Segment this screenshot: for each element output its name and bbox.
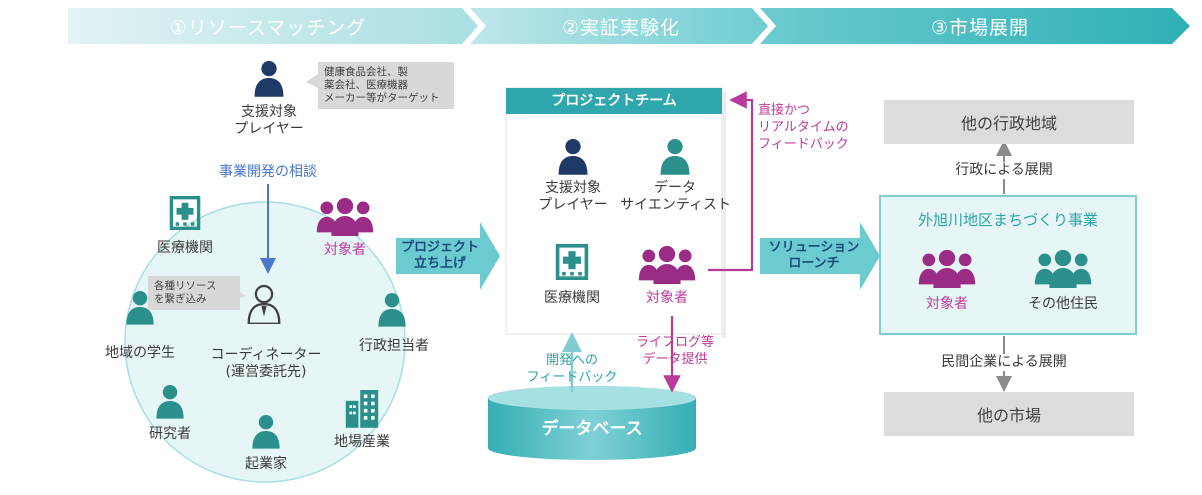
coordinator-label-line1: コーディネーター	[210, 347, 322, 363]
phase-3-label: ③市場展開	[930, 16, 1030, 39]
subjects-label: 対象者	[324, 242, 366, 258]
resource-note: 各種リソース を繋ぎ込み	[148, 276, 240, 310]
team-scientist-line2: サイエンティスト	[620, 197, 732, 213]
other-regions-box: 他の行政地域	[884, 100, 1134, 144]
phase-1-chevron	[68, 8, 478, 44]
consult-label: 事業開発の相談	[219, 164, 317, 180]
solution-arrow-shape	[760, 222, 880, 290]
gov-expansion-label: 行政による展開	[944, 162, 1064, 179]
realtime-feedback-arrow	[708, 91, 754, 272]
industry-label: 地場産業	[334, 434, 390, 450]
entrepreneur-label: 起業家	[245, 456, 287, 472]
player-label-line2: プレイヤー	[234, 121, 304, 137]
resource-note-line1: 各種リソース	[154, 280, 217, 292]
private-expansion-label: 民間企業による展開	[924, 354, 1084, 371]
stage3-residents-label: その他住民	[1028, 296, 1098, 312]
launch-arrow-line2: 立ち上げ	[413, 256, 466, 271]
dev-feedback-label: 開発への フィードバック	[522, 352, 622, 386]
player-person-icon	[254, 61, 284, 97]
database-top	[488, 386, 696, 410]
launch-arrow-shape	[396, 222, 500, 290]
lifelog-line2: データ提供	[642, 352, 708, 367]
dev-feedback-line1: 開発への	[545, 353, 598, 368]
team-box-shadow	[722, 92, 726, 338]
team-player-line1: 支援対象	[545, 180, 601, 196]
researcher-label: 研究者	[149, 426, 191, 442]
coordinator-label: コーディネーター (運営委託先)	[206, 347, 326, 381]
project-title: 外旭川地区まちづくり事業	[917, 211, 1098, 229]
realtime-line3: フィードバック	[758, 137, 849, 152]
team-title: プロジェクトチーム	[551, 93, 677, 109]
team-title-bar	[506, 88, 722, 114]
phase-header-bar	[68, 8, 1190, 44]
target-note-line1: 健康食品会社、製	[324, 66, 408, 78]
stage3-subjects-label: 対象者	[926, 296, 968, 312]
realtime-line1: 直接かつ	[758, 103, 811, 118]
launch-arrow-line1: プロジェクト	[400, 240, 479, 255]
other-markets-box: 他の市場	[884, 392, 1134, 436]
resource-circle	[124, 201, 406, 483]
lifelog-line1: ライフログ等	[635, 335, 714, 350]
solution-arrow-line2: ローンチ	[788, 256, 840, 271]
launch-arrow-label: プロジェクト 立ち上げ	[394, 240, 486, 272]
phase-3-chevron	[760, 8, 1190, 44]
phase-2-label: ②実証実験化	[561, 16, 681, 39]
admin-label: 行政担当者	[359, 338, 429, 354]
target-note-line2: 薬会社、医療機器	[324, 79, 408, 91]
resource-note-line2: を繋ぎ込み	[154, 293, 207, 305]
player-label: 支援対象 プレイヤー	[224, 104, 314, 138]
lifelog-label: ライフログ等 データ提供	[620, 334, 730, 368]
solution-arrow-line1: ソリューション	[768, 240, 860, 255]
students-label: 地域の学生	[105, 345, 175, 361]
realtime-feedback-label: 直接かつ リアルタイムの フィードバック	[758, 102, 858, 153]
team-player-label: 支援対象 プレイヤー	[528, 180, 618, 214]
project-box	[879, 195, 1137, 335]
realtime-line2: リアルタイムの	[758, 120, 849, 135]
team-subjects-label: 対象者	[646, 290, 688, 306]
team-player-line2: プレイヤー	[538, 197, 608, 213]
database-label: データベース	[541, 419, 643, 439]
medical-label: 医療機関	[157, 240, 213, 256]
target-note-line3: メーカー等がターゲット	[324, 92, 440, 104]
phase-2-chevron	[470, 8, 768, 44]
phase-1-label: ①リソースマッチング	[169, 16, 367, 39]
team-scientist-line1: データ	[654, 180, 696, 196]
dev-feedback-line2: フィードバック	[526, 370, 618, 385]
target-note: 健康食品会社、製 薬会社、医療機器 メーカー等がターゲット	[318, 62, 454, 109]
team-medical-label: 医療機関	[544, 290, 600, 306]
coordinator-label-line2: (運営委託先)	[225, 364, 307, 380]
player-label-line1: 支援対象	[241, 104, 297, 120]
team-scientist-label: データ サイエンティスト	[620, 180, 732, 214]
solution-arrow-label: ソリューション ローンチ	[760, 240, 868, 272]
target-note-pointer	[306, 74, 318, 88]
